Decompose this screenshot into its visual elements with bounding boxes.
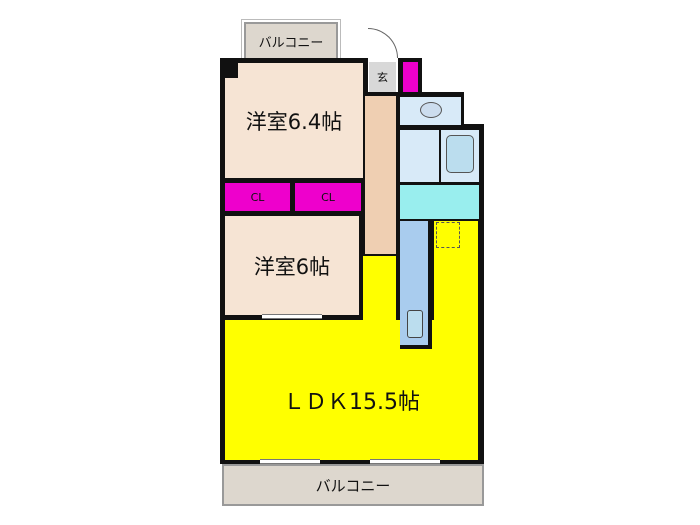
washroom [400, 185, 479, 219]
balcony-top: バルコニー [241, 19, 341, 63]
closet-1-label: CL [250, 190, 265, 204]
entrance: 玄 [369, 62, 396, 92]
ldk-mid [398, 352, 478, 362]
entrance-door-swing [368, 28, 398, 58]
bathtub [446, 135, 474, 173]
bedroom-1: 洋室6.4帖 [225, 63, 363, 178]
balcony-bottom-label: バルコニー [315, 476, 391, 495]
bedroom-1-label: 洋室6.4帖 [245, 109, 343, 134]
closet-2: CL [295, 183, 361, 211]
bedroom-2-label: 洋室6帖 [253, 254, 331, 279]
window [262, 314, 322, 319]
sink [407, 310, 423, 338]
window [260, 459, 320, 464]
hallway [365, 96, 396, 254]
shoe-closet [403, 62, 418, 92]
ldk-notch [363, 256, 396, 322]
storage [436, 222, 460, 248]
closet-1: CL [225, 183, 290, 211]
ldk-label: ＬＤＫ15.5帖 [283, 390, 420, 415]
balcony-top-label: バルコニー [258, 35, 324, 51]
ldk: ＬＤＫ15.5帖 [225, 320, 478, 460]
bedroom-2: 洋室6帖 [225, 216, 359, 315]
pillar [222, 60, 238, 78]
window [370, 459, 440, 464]
dressing-area [400, 130, 439, 182]
balcony-bottom: バルコニー [222, 464, 484, 506]
toilet-fixture [420, 102, 442, 118]
closet-2-label: CL [321, 190, 335, 204]
entrance-label: 玄 [377, 71, 388, 84]
